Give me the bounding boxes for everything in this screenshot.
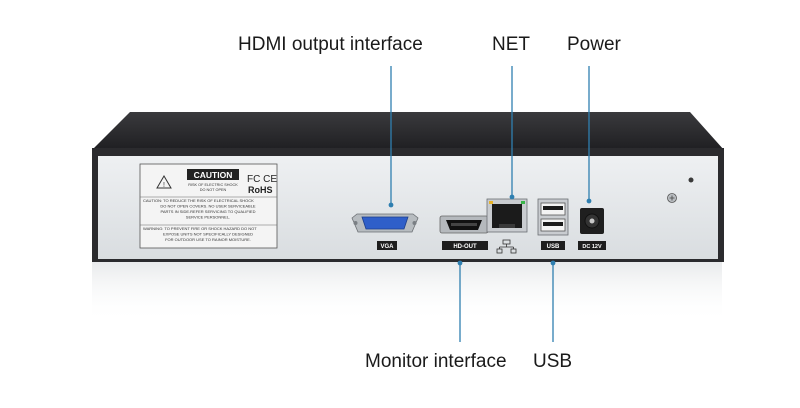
hdmi-label-box [442,241,488,250]
vga-label-box [377,241,397,250]
hdmi-port [439,215,489,234]
network-icon [496,239,517,254]
warning-text-line: WARNING: TO PREVENT FIRE OR SHOCK HAZARD… [143,226,257,231]
usb-callout: USB [533,351,573,372]
hdmi-label: HD-OUT [453,244,477,250]
warning-text-line: EXPOSE UNITS NOT SPECIFICALLY DESIGNED [163,232,253,237]
dc-label: DC 12V [582,244,602,250]
floor-reflection [92,262,722,322]
leader-lines [390,66,590,342]
usb-ports [537,198,569,236]
screw-icon [667,193,677,203]
chassis-top [92,112,724,150]
dc-label-box [578,241,606,250]
usb-label-box [541,241,565,250]
power-callout: Power [567,34,621,55]
warning-text-line: PARTS IN SIDE.REFER SERVICING TO QUALIFI… [161,209,256,214]
warning-text-line: DO NOT OPEN COVERS. NO USER SERVICEABLE [160,204,256,209]
dc-power-port [580,208,604,234]
vga-label: VGA [380,244,394,250]
warning-text-line: FOR OUTDOOR USE TO RAINOR MOISTURE. [165,237,251,242]
caution-text: CAUTION [194,170,233,180]
panel-dot [688,177,694,183]
warning-text-line: CAUTION: TO REDUCE THE RISK OF ELECTRICA… [143,198,254,203]
warning-text-line: SERVICE PERSONNEL. [186,215,230,220]
net-callout: NET [492,34,530,55]
caution-sub2: DO NOT OPEN [200,188,227,192]
hdmi-output-callout: HDMI output interface [238,34,423,55]
fc-ce-mark: FC CE [247,174,277,185]
warning-triangle-icon [156,175,172,189]
leader-dots [388,194,592,266]
caution-box [187,169,239,180]
caution-sub1: RISK OF ELECTRIC SHOCK [188,183,238,187]
rohs-mark: RoHS [248,185,273,195]
monitor-interface-callout: Monitor interface [365,351,507,372]
vga-port [351,213,419,233]
svg-text:!: ! [163,182,165,189]
usb-label: USB [547,244,560,250]
warning-text-lines: CAUTION: TO REDUCE THE RISK OF ELECTRICA… [143,198,257,242]
net-port [486,198,528,233]
